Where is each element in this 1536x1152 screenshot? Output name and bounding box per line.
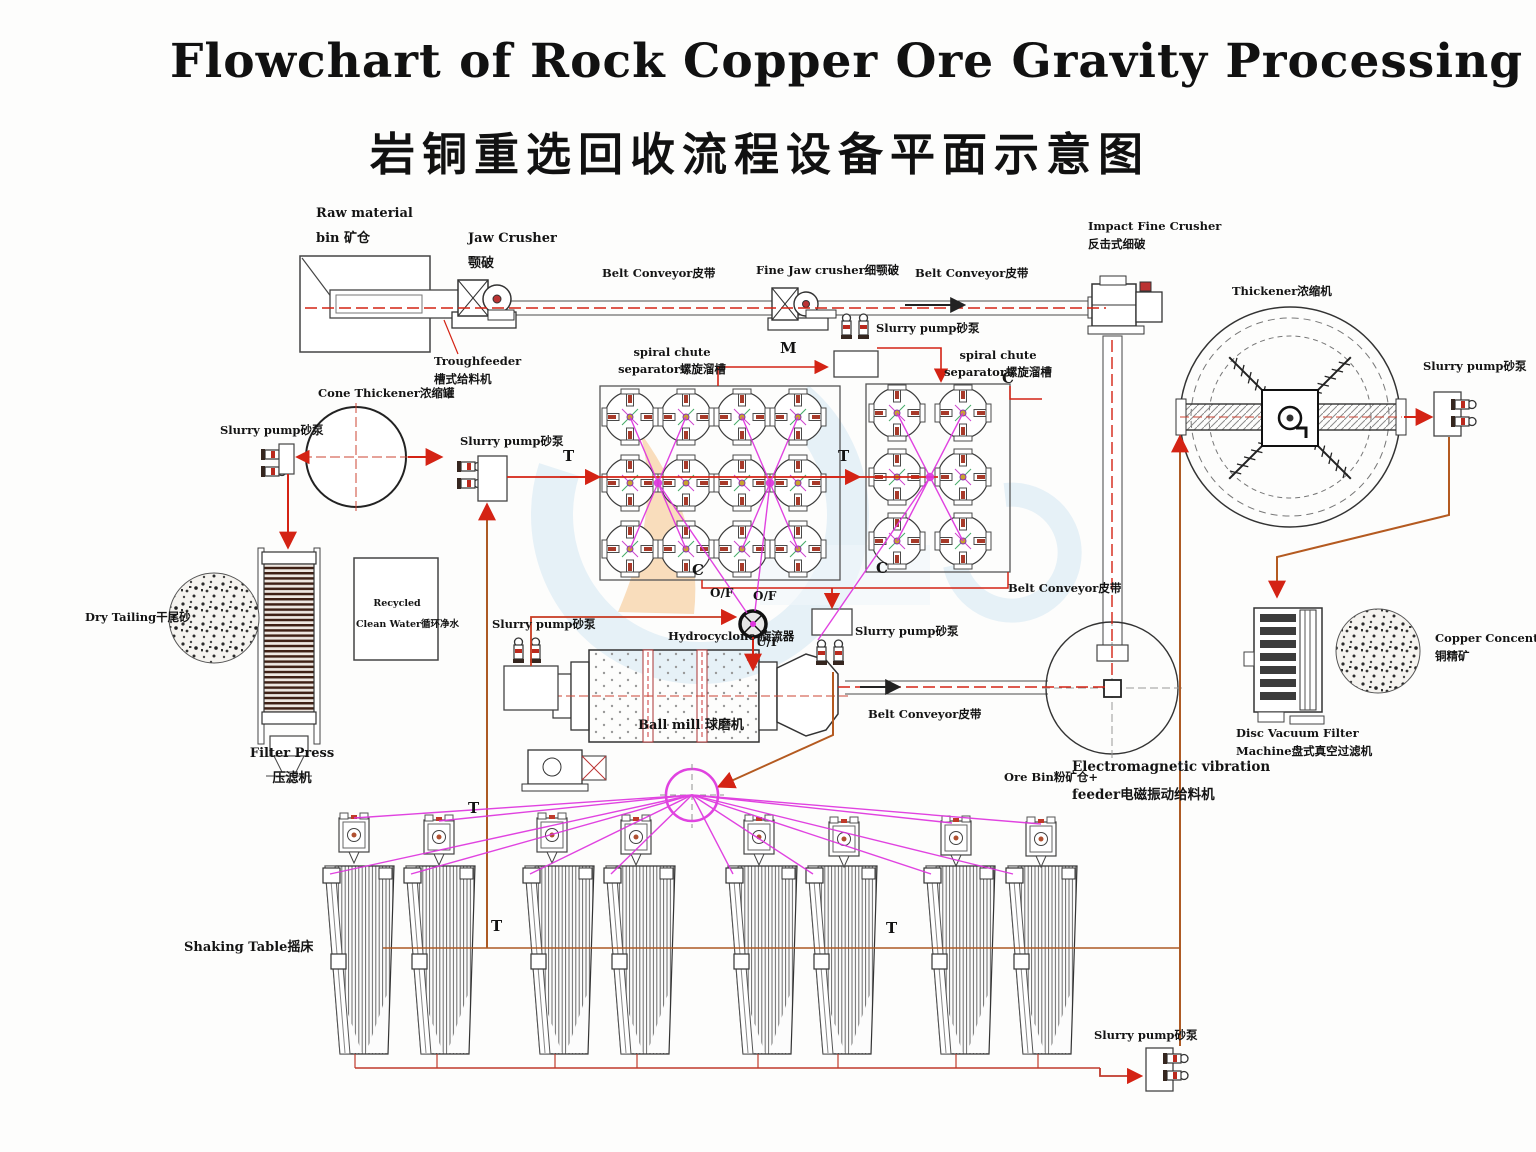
belt-conveyor-3-label: Belt Conveyor皮带 bbox=[868, 707, 982, 721]
slurry-pump-ball-mill-label: Slurry pump砂泵 bbox=[492, 617, 596, 631]
stream-mark-t4: T bbox=[491, 917, 503, 935]
filter-press bbox=[257, 547, 321, 777]
hydrocyclone bbox=[738, 609, 768, 639]
stream-mark-t5: T bbox=[886, 919, 898, 937]
slurry-pump-ball-mill bbox=[503, 638, 559, 711]
slurry-pump-tables bbox=[1145, 1047, 1188, 1092]
shaking-tables bbox=[322, 865, 1078, 1055]
stream-mark-c1: C bbox=[692, 561, 704, 579]
spiral-chute-group-2 bbox=[865, 383, 1011, 573]
belt-conveyor-2-label: Belt Conveyor皮带 bbox=[915, 266, 1029, 280]
stream-mark-t2: T bbox=[838, 447, 850, 465]
stream-mark-uf: U/F bbox=[756, 635, 780, 649]
page-title-cn: 岩铜重选回收流程设备平面示意图 bbox=[369, 128, 1150, 181]
jaw-crusher bbox=[451, 279, 517, 329]
impact-fine-crusher bbox=[1087, 275, 1163, 335]
copper-concentrate-pile bbox=[1335, 608, 1421, 694]
slurry-pump-fine-jaw-label: Slurry pump砂泵 bbox=[876, 321, 980, 335]
thickener bbox=[1175, 306, 1407, 528]
stream-mark-t1: T bbox=[563, 447, 575, 465]
disc-vacuum-filter bbox=[1243, 607, 1325, 725]
slurry-pump-thickener-label: Slurry pump砂泵 bbox=[1423, 359, 1527, 373]
slurry-pump-tables-label: Slurry pump砂泵 bbox=[1094, 1028, 1198, 1042]
thickener-label: Thickener浓缩机 bbox=[1232, 284, 1332, 298]
slurry-pump-middlings-label: Slurry pump砂泵 bbox=[855, 624, 959, 638]
stream-mark-m: M bbox=[780, 339, 797, 357]
spiral-chute-group-1 bbox=[599, 385, 841, 581]
slurry-pump-cone-right-label: Slurry pump砂泵 bbox=[460, 434, 564, 448]
page-title-en: Flowchart of Rock Copper Ore Gravity Pro… bbox=[170, 34, 1536, 89]
fine-jaw-crusher bbox=[767, 287, 837, 331]
fine-jaw-crusher-label: Fine Jaw crusher细颚破 bbox=[756, 263, 900, 277]
belt-conveyor-1-label: Belt Conveyor皮带 bbox=[602, 266, 716, 280]
slurry-pump-cone-right bbox=[457, 455, 508, 502]
stream-mark-c2: C bbox=[876, 559, 888, 577]
recycled-water-tank bbox=[353, 557, 439, 661]
flow-lines-magenta bbox=[329, 412, 1042, 875]
hydrocyclone-label: Hydrocyclone 旋流器 bbox=[668, 629, 795, 643]
ball-mill bbox=[521, 649, 850, 792]
flow-lines-red bbox=[279, 297, 1450, 1085]
stream-mark-c3: C bbox=[1002, 369, 1014, 387]
cone-thickener-label: Cone Thickener浓缩罐 bbox=[318, 386, 455, 400]
dry-tailing-pile bbox=[168, 572, 260, 664]
stream-mark-of2: O/F bbox=[753, 589, 777, 603]
slurry-pump-cone-left bbox=[261, 443, 295, 477]
belt-conveyor-4-label: Belt Conveyor皮带 bbox=[1008, 581, 1122, 595]
slurry-pump-left-label: Slurry pump砂泵 bbox=[220, 423, 324, 437]
dry-tailing-label: Dry Tailing干尾砂 bbox=[85, 610, 191, 624]
slurry-pump-thickener bbox=[1433, 391, 1476, 437]
ore-bin-label: Ore Bin粉矿仓+ bbox=[1004, 770, 1098, 784]
cone-thickener bbox=[302, 403, 410, 512]
stream-mark-t3: T bbox=[468, 799, 480, 817]
slurry-pump-fine-jaw bbox=[833, 314, 879, 378]
copper-concentrate-label: Copper Concentrate铜精矿 bbox=[1435, 631, 1536, 663]
ball-mill-label: Ball mill 球磨机 bbox=[638, 718, 744, 733]
stream-mark-of1: O/F bbox=[710, 586, 734, 600]
slurry-pump-middlings bbox=[811, 608, 853, 665]
shaking-table-label: Shaking Table摇床 bbox=[184, 940, 314, 955]
